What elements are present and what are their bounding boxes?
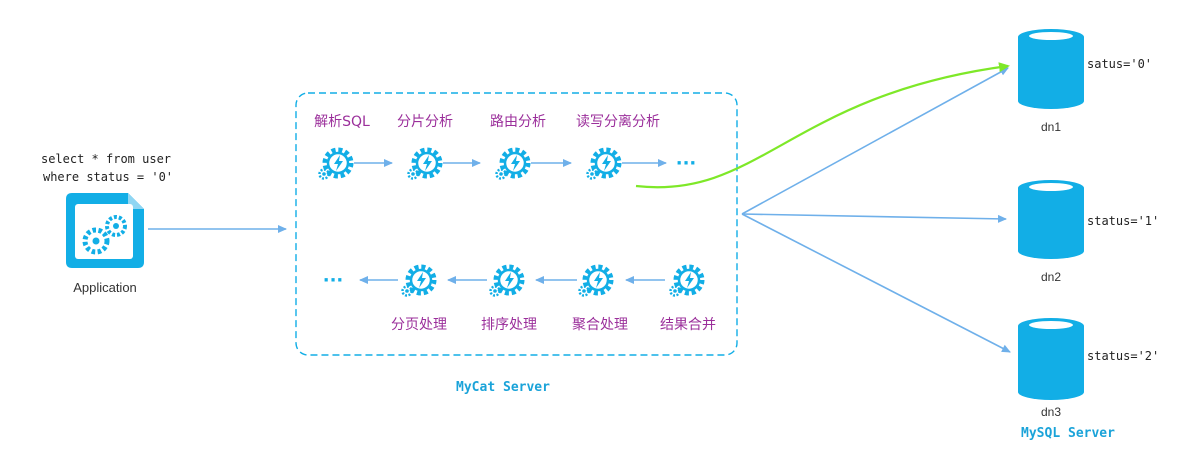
mycat-server-label: MyCat Server [456,380,550,395]
bottom-ellipsis: ··· [323,270,344,291]
dn2-condition: status='1' [1087,214,1159,228]
dn2-label: dn2 [1041,270,1061,284]
mycat-server-box [295,92,738,356]
dn1-label: dn1 [1041,120,1061,134]
dn1-condition: satus='0' [1087,57,1152,71]
step-parse-sql: 解析SQL [314,114,370,130]
route-analysis-gear-icon [497,150,529,179]
shard-analysis-gear-icon [409,150,441,179]
merge-gear-icon [671,267,703,296]
database-dn2-icon [1018,180,1084,259]
step-sorting: 排序处理 [481,317,537,333]
database-dn1-icon [1018,29,1084,109]
aggregation-gear-icon [580,267,612,296]
sorting-gear-icon [491,267,523,296]
step-aggregation: 聚合处理 [572,317,628,333]
application-icon [66,193,144,268]
paging-gear-icon [403,267,435,296]
sql-query-line1: select * from user [41,152,171,166]
parse-sql-gear-icon [320,150,352,179]
dn3-label: dn3 [1041,405,1061,419]
step-route-analysis: 路由分析 [490,114,546,130]
application-label: Application [73,280,137,295]
step-result-merge: 结果合并 [660,317,716,333]
dn3-condition: status='2' [1087,349,1159,363]
step-paging: 分页处理 [391,317,447,333]
step-rw-split-analysis: 读写分离分析 [576,113,660,130]
route-arrow-dn3 [741,213,1011,353]
top-ellipsis: ··· [676,153,697,174]
selected-route-curve [635,62,1010,189]
step-shard-analysis: 分片分析 [397,114,453,130]
route-arrow-dn2 [741,213,1007,223]
rw-split-gear-icon [588,150,620,179]
mysql-server-label: MySQL Server [1021,426,1115,441]
sql-query-line2: where status = '0' [43,170,173,184]
route-arrow-dn1 [741,67,1009,215]
database-dn3-icon [1018,318,1084,400]
